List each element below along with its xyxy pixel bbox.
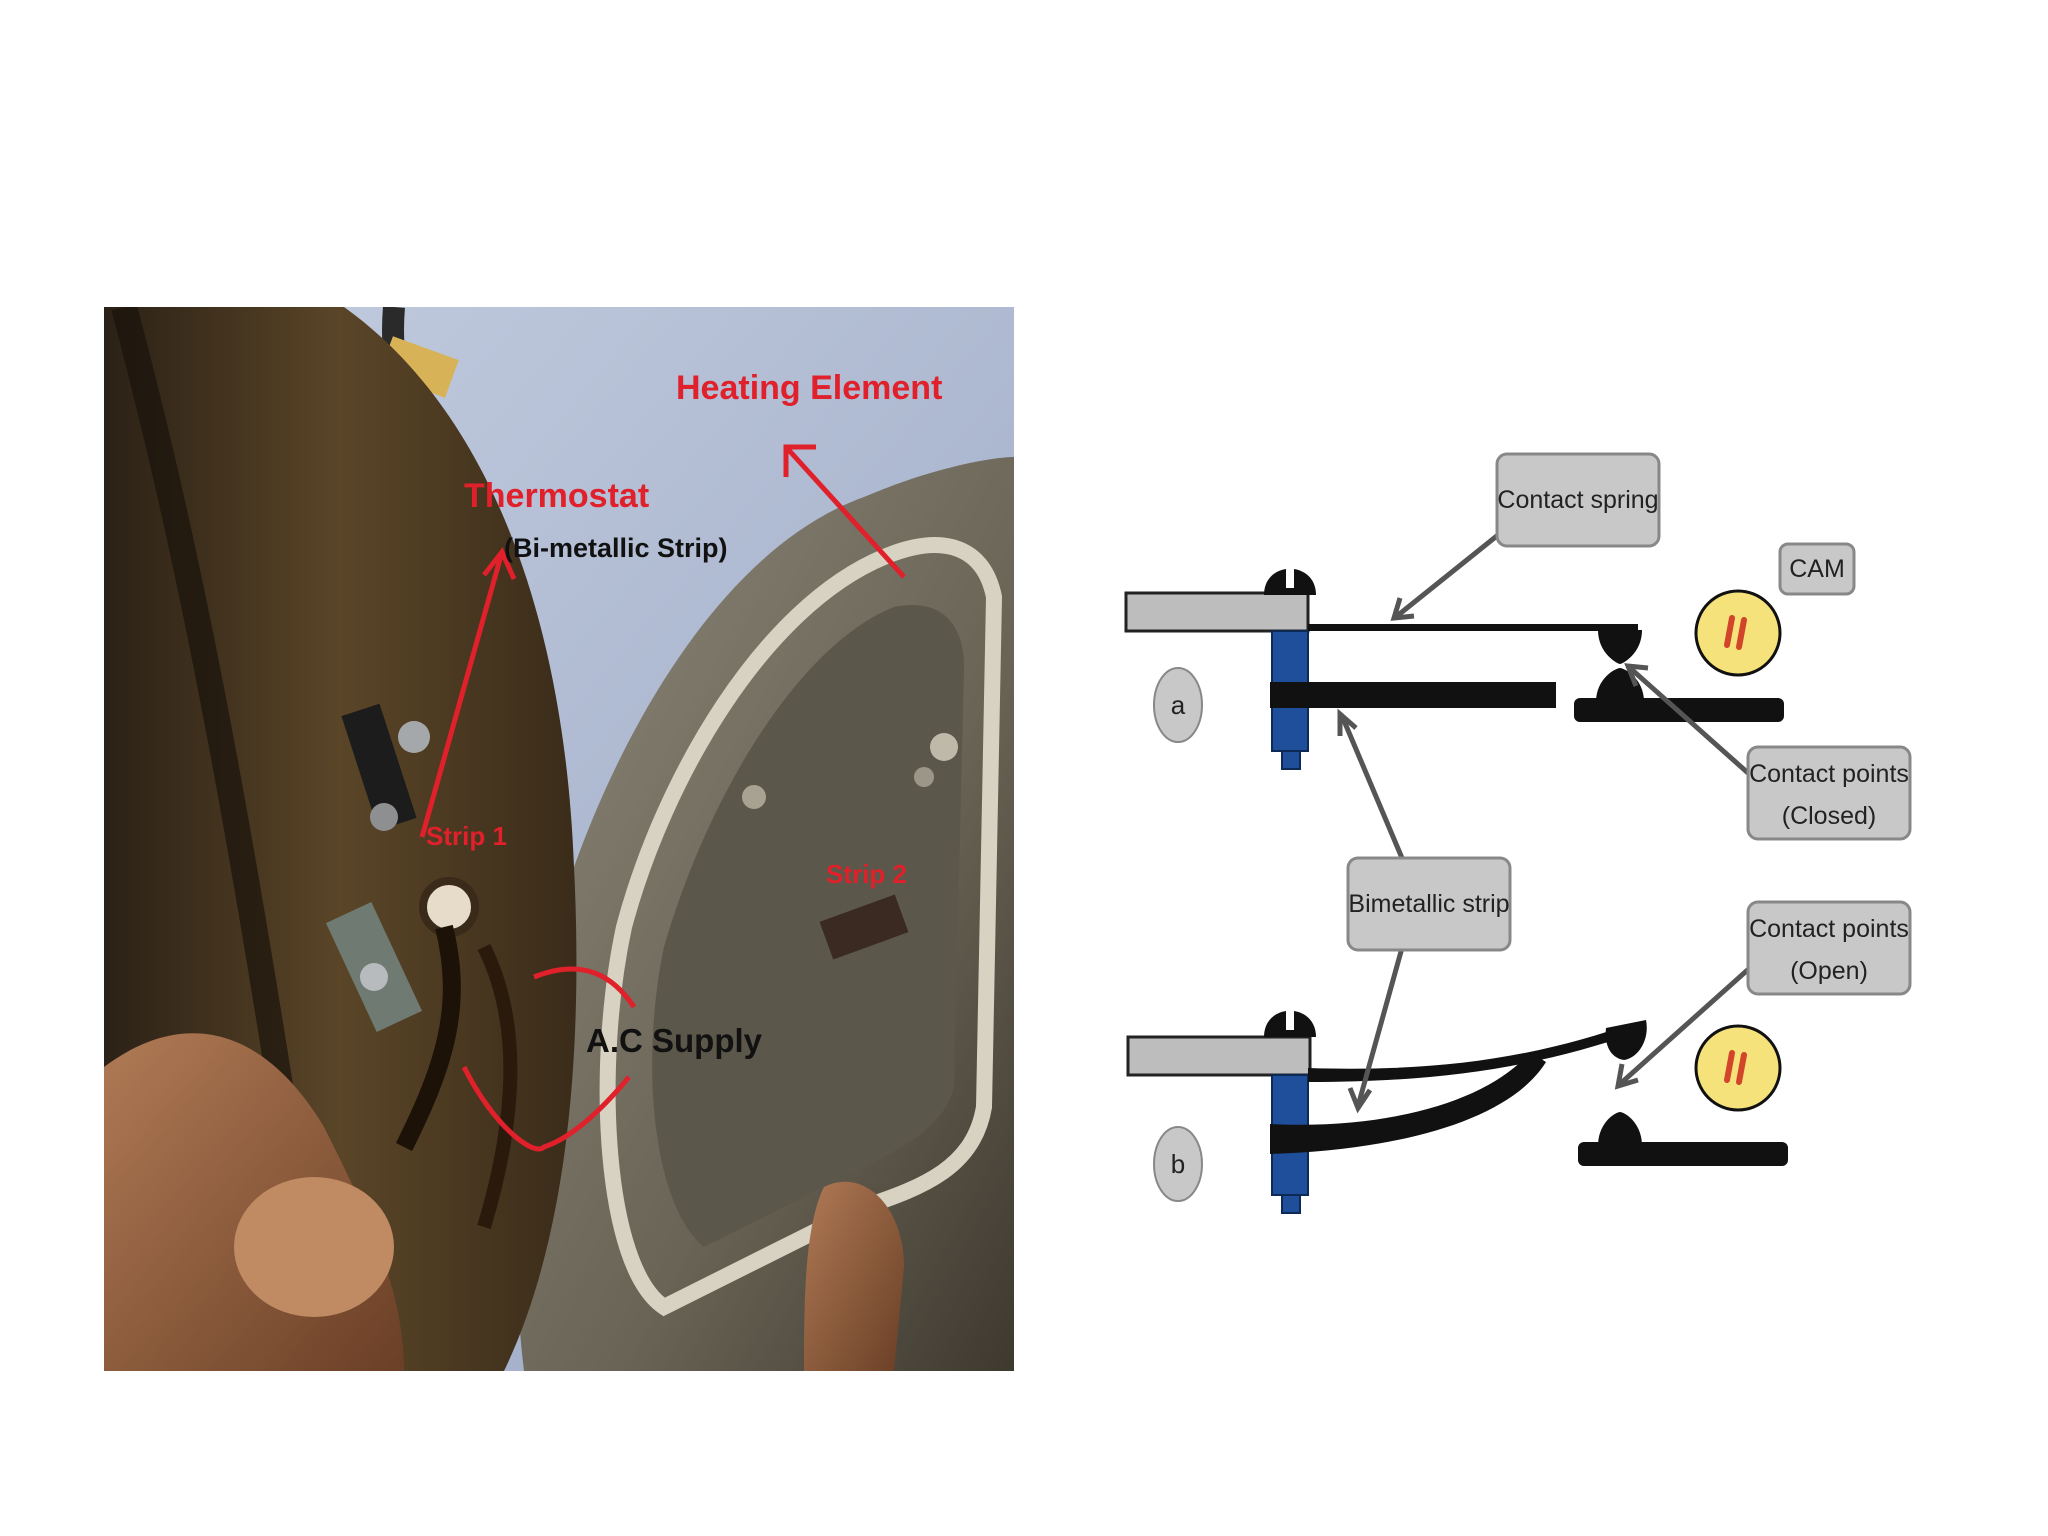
upper-contact-b	[1605, 1020, 1647, 1060]
cam-mark-a2	[1736, 617, 1747, 650]
bimetallic-arrowhead-upper	[1337, 708, 1358, 736]
thermostat-screw-1	[398, 721, 430, 753]
callout-contact-open-line1: Contact points	[1749, 915, 1909, 943]
label-thermostat: Thermostat	[464, 477, 649, 515]
contact-spring-arrowhead	[1390, 597, 1415, 621]
callout-contact-spring-text: Contact spring	[1497, 486, 1658, 514]
bimetallic-strip-a	[1270, 682, 1556, 708]
state-b-badge	[1153, 1126, 1203, 1202]
screw-slot-a	[1286, 558, 1294, 588]
iron-photo-panel: Heating Element Thermostat (Bi-metallic …	[104, 303, 1014, 1373]
contact-open-leader	[1618, 964, 1754, 1086]
contact-closed-leader	[1628, 666, 1750, 775]
callouts: Contact spring CAM Contact points (Close…	[1337, 452, 1912, 1114]
heating-bolt-2	[914, 767, 934, 787]
heating-element-arrow	[784, 445, 906, 579]
callout-contact-open-line2: (Open)	[1790, 957, 1868, 985]
cord-tag	[379, 336, 459, 398]
thermostat-diagram: a	[1124, 452, 1912, 1214]
thermostat-arrowhead	[482, 547, 517, 581]
state-b-open: b	[1126, 1000, 1788, 1214]
label-strip-2: Strip 2	[826, 859, 907, 889]
supply-wire-2	[477, 943, 518, 1230]
supply-wire-1	[395, 924, 461, 1152]
screw-tip-a	[1281, 750, 1301, 770]
bimetallic-arrowhead-lower	[1347, 1087, 1373, 1114]
cam-a	[1694, 589, 1782, 677]
label-bi-metallic-strip: (Bi-metallic Strip)	[504, 533, 728, 563]
state-a-closed: a	[1124, 558, 1784, 770]
callout-cam-text: CAM	[1789, 555, 1845, 583]
mount-bar-b	[1126, 1035, 1312, 1077]
strip-2-body	[819, 894, 909, 960]
contact-closed-arrowhead	[1624, 663, 1649, 687]
callout-cam	[1778, 542, 1856, 596]
mount-bar-a	[1124, 591, 1310, 633]
thermostat-screw-3	[360, 963, 388, 991]
bimetallic-strip-b	[1270, 1052, 1546, 1154]
contact-spring-a	[1308, 624, 1638, 631]
heating-bolt-1	[930, 733, 958, 761]
callout-contact-open	[1746, 900, 1912, 996]
callout-bimetallic-strip-text: Bimetallic strip	[1348, 890, 1509, 918]
state-b-label: b	[1171, 1149, 1185, 1179]
label-heating-element: Heating Element	[676, 369, 942, 407]
contact-spring-leader	[1395, 533, 1500, 618]
state-a-badge	[1153, 667, 1203, 743]
cam-mark-a1	[1724, 615, 1735, 648]
thermostat-arrow	[419, 551, 505, 838]
screw-slot-b	[1286, 1000, 1294, 1030]
cam-mark-b2	[1736, 1052, 1747, 1085]
bimetallic-leader-lower	[1355, 947, 1405, 1107]
cam-mark-b1	[1724, 1050, 1735, 1083]
right-hand	[804, 1181, 904, 1371]
left-thumb	[234, 1177, 394, 1317]
state-a-label: a	[1171, 690, 1186, 720]
ceramic-knob	[419, 877, 479, 937]
thermostat-screw-2	[370, 803, 398, 831]
callout-contact-closed	[1746, 745, 1912, 841]
contact-spring-b	[1308, 1022, 1638, 1082]
thermostat-bracket	[341, 703, 417, 831]
heating-element-arrowhead	[783, 444, 816, 477]
ac-supply-brace-top	[533, 966, 637, 1009]
ac-supply-brace-bottom	[461, 1065, 631, 1152]
callout-contact-spring	[1495, 452, 1661, 548]
heating-element-ring	[599, 537, 1003, 1317]
callout-contact-closed-line1: Contact points	[1749, 760, 1909, 788]
heating-element-inner	[652, 605, 964, 1247]
thermostat-diagram-panel: a	[1110, 440, 1930, 1270]
callout-bimetallic-strip	[1346, 856, 1512, 952]
cam-b	[1694, 1024, 1782, 1112]
heating-bolt-3	[742, 785, 766, 809]
label-strip-1: Strip 1	[426, 821, 507, 851]
screw-tip-b	[1281, 1194, 1301, 1214]
bimetallic-leader-upper	[1339, 715, 1405, 859]
label-ac-supply: A.C Supply	[586, 1022, 763, 1059]
contact-base-b	[1578, 1142, 1788, 1166]
iron-photo: Heating Element Thermostat (Bi-metallic …	[104, 303, 1014, 1373]
callout-contact-closed-line2: (Closed)	[1782, 802, 1876, 830]
contact-open-arrowhead	[1614, 1063, 1639, 1090]
lower-contact-b	[1598, 1112, 1642, 1146]
upper-contact-a	[1598, 630, 1642, 664]
